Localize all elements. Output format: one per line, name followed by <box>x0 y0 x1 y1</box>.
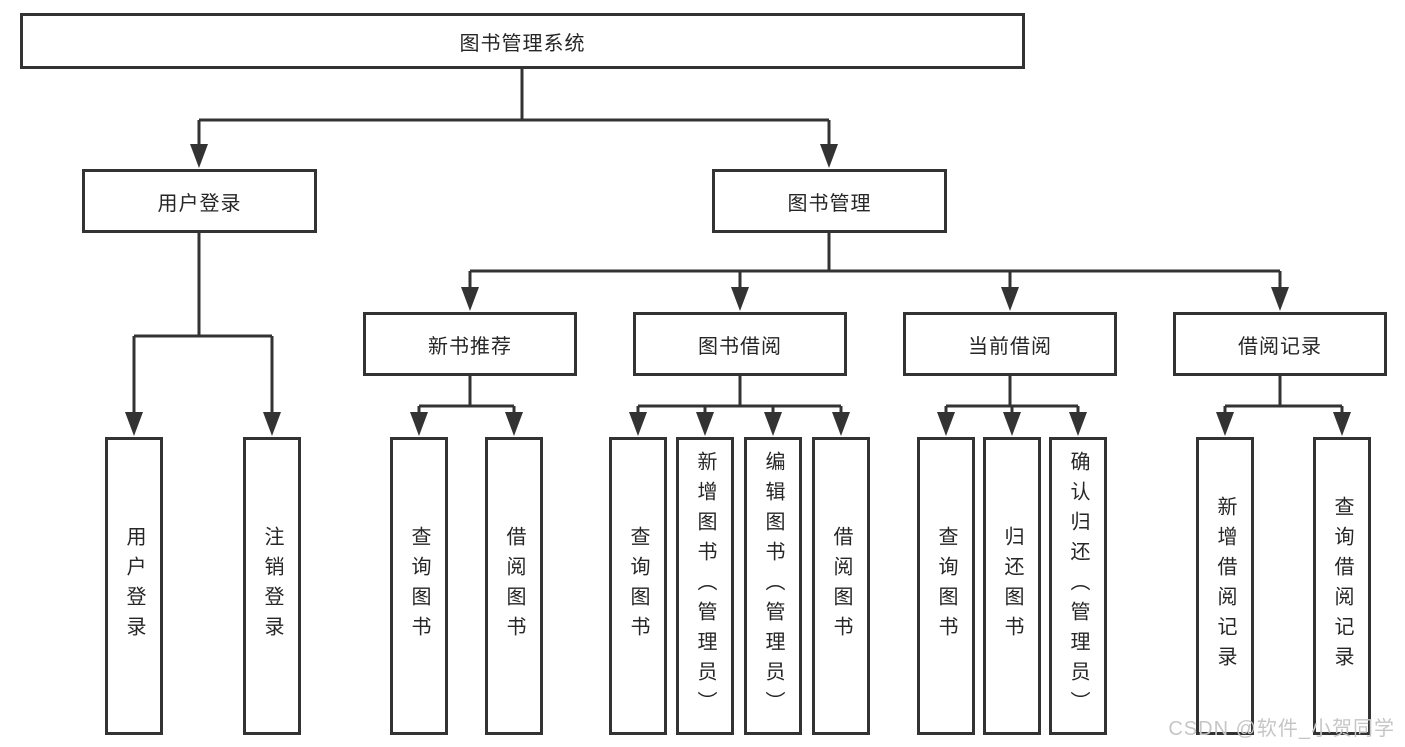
node-bb-edit-books-admin: 编辑图书（管理员） <box>744 437 802 735</box>
node-bb-borrow-books: 借阅图书 <box>812 437 870 735</box>
node-br-add-record-label: 新增借阅记录 <box>1214 496 1236 676</box>
node-book-borrowing-label: 图书借阅 <box>698 335 782 358</box>
node-user-login-group-label: 用户登录 <box>157 192 242 215</box>
node-logout-label: 注销登录 <box>261 526 283 646</box>
node-nb-borrow-books: 借阅图书 <box>485 437 543 735</box>
node-cb-confirm-return-admin: 确认归还（管理员） <box>1049 437 1107 735</box>
arrowheads <box>125 144 1351 436</box>
node-current-borrowing: 当前借阅 <box>903 312 1117 376</box>
node-bb-add-books-admin: 新增图书（管理员） <box>676 437 734 735</box>
node-bb-query-books-label: 查询图书 <box>627 526 649 646</box>
node-nb-borrow-books-label: 借阅图书 <box>503 526 525 646</box>
node-logout: 注销登录 <box>243 437 301 735</box>
node-bb-query-books: 查询图书 <box>609 437 667 735</box>
csdn-watermark: CSDN @软件_小贺同学 <box>1168 718 1395 740</box>
node-br-query-record: 查询借阅记录 <box>1313 437 1371 735</box>
node-new-book-recommendation-label: 新书推荐 <box>428 335 512 358</box>
node-book-management-label: 图书管理 <box>787 192 872 215</box>
node-cb-query-books: 查询图书 <box>917 437 975 735</box>
node-borrowing-records: 借阅记录 <box>1173 312 1387 376</box>
node-cb-confirm-return-admin-label: 确认归还（管理员） <box>1067 451 1089 721</box>
node-current-borrowing-label: 当前借阅 <box>968 335 1052 358</box>
node-nb-query-books: 查询图书 <box>390 437 448 735</box>
node-bb-borrow-books-label: 借阅图书 <box>830 526 852 646</box>
node-root-library-management-system: 图书管理系统 <box>20 13 1025 69</box>
node-cb-query-books-label: 查询图书 <box>935 526 957 646</box>
node-user-login-group: 用户登录 <box>82 169 317 233</box>
node-bb-edit-books-admin-label: 编辑图书（管理员） <box>762 451 784 721</box>
node-br-add-record: 新增借阅记录 <box>1196 437 1254 735</box>
node-nb-query-books-label: 查询图书 <box>408 526 430 646</box>
node-borrowing-records-label: 借阅记录 <box>1238 335 1322 358</box>
node-cb-return-books-label: 归还图书 <box>1001 526 1023 646</box>
node-new-book-recommendation: 新书推荐 <box>363 312 577 376</box>
node-br-query-record-label: 查询借阅记录 <box>1331 496 1353 676</box>
node-cb-return-books: 归还图书 <box>983 437 1041 735</box>
node-root-label: 图书管理系统 <box>459 32 586 55</box>
node-book-management: 图书管理 <box>712 169 947 233</box>
node-user-login-label: 用户登录 <box>123 526 145 646</box>
node-book-borrowing: 图书借阅 <box>633 312 847 376</box>
node-user-login: 用户登录 <box>105 437 163 735</box>
node-bb-add-books-admin-label: 新增图书（管理员） <box>694 451 716 721</box>
